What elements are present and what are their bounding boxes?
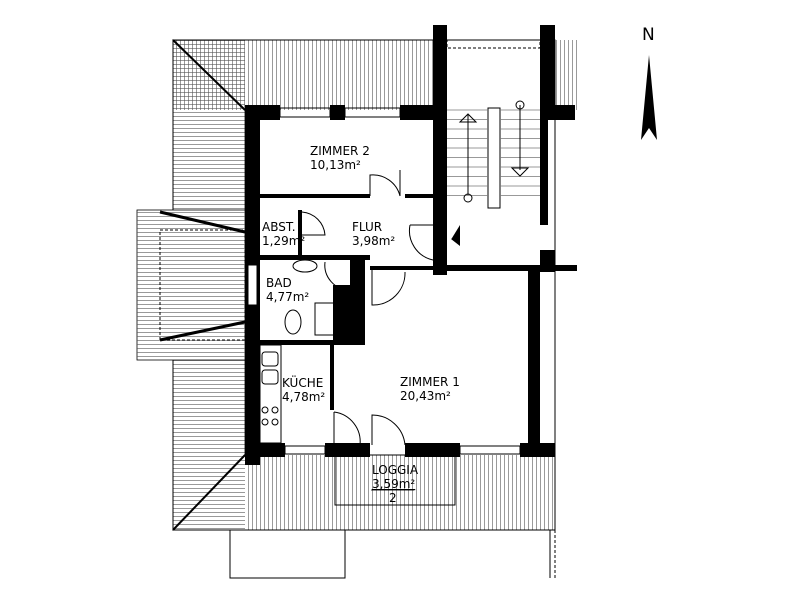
room-name-abst: ABST. [262, 220, 296, 234]
north-label: N [642, 25, 655, 45]
north-arrow: N [641, 25, 657, 140]
room-name-loggia: LOGGIA [372, 463, 419, 477]
room-name-zimmer1: ZIMMER 1 [400, 375, 460, 389]
walls [245, 25, 577, 465]
room-area-bad: 4,77m² [266, 290, 309, 304]
kitchen-fixtures [259, 344, 282, 444]
room-name-bad: BAD [266, 276, 292, 290]
room-name-flur: FLUR [352, 220, 382, 234]
room-area-abst: 1,29m² [262, 234, 305, 248]
room-labels: ZIMMER 2 10,13m² ABST. 1,29m² FLUR 3,98m… [262, 144, 460, 505]
doors [301, 170, 460, 446]
dormer [136, 209, 246, 361]
balcony-supports [229, 530, 556, 579]
room-area-zimmer2: 10,13m² [310, 158, 361, 172]
room-area-kueche: 4,78m² [282, 390, 325, 404]
room-area-zimmer1: 20,43m² [400, 389, 451, 403]
staircase[interactable] [447, 100, 540, 246]
room-area-loggia: 3,59m² [372, 477, 415, 491]
room-name-zimmer2: ZIMMER 2 [310, 144, 370, 158]
bathroom-fixtures [284, 259, 346, 336]
room-area-flur: 3,98m² [352, 234, 395, 248]
room-name-kueche: KÜCHE [282, 374, 323, 390]
windows [247, 39, 541, 455]
room-note-loggia: 2 [389, 491, 397, 505]
